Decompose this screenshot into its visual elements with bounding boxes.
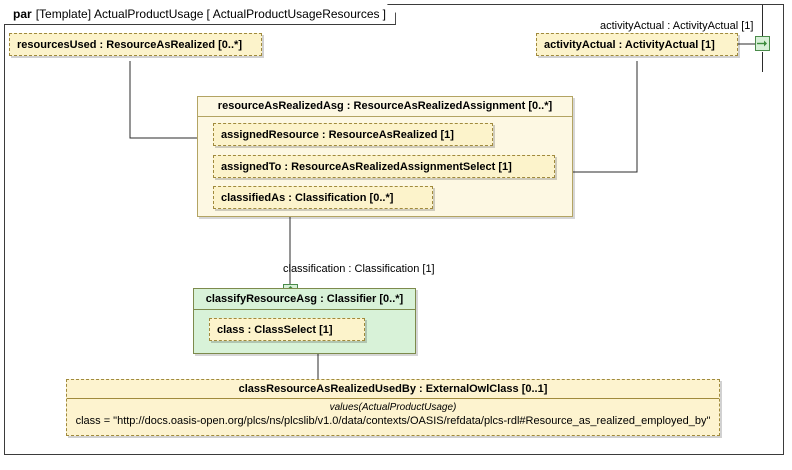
node-values-stereotype: values(ActualProductUsage) (329, 402, 457, 413)
node-assigned-resource-label: assignedResource : ResourceAsRealized [1… (221, 128, 454, 141)
arrow-right-icon (757, 40, 767, 47)
frame-header-tab: par [Template] ActualProductUsage [ Actu… (4, 4, 396, 25)
node-classified-as[interactable]: classifiedAs : Classification [0..*] (213, 186, 433, 209)
frame-parameter-name: ActualProductUsageResources (212, 7, 380, 21)
node-class-resource-as-realized-used-by[interactable]: classResourceAsRealizedUsedBy : External… (66, 379, 720, 436)
edge-label-classification: classification : Classification [1] (283, 263, 435, 275)
node-activity-actual[interactable]: activityActual : ActivityActual [1] (536, 33, 738, 56)
node-assigned-to-label: assignedTo : ResourceAsRealizedAssignmen… (221, 160, 512, 173)
frame-template-name: ActualProductUsage (94, 7, 204, 21)
node-resource-as-realized-asg[interactable]: resourceAsRealizedAsg : ResourceAsRealiz… (197, 96, 573, 217)
node-class-select-label: class : ClassSelect [1] (217, 323, 333, 336)
node-resources-used[interactable]: resourcesUsed : ResourceAsRealized [0..*… (9, 33, 262, 56)
frame-bracket-open: [ (206, 7, 210, 21)
node-classify-resource-asg[interactable]: classifyResourceAsg : Classifier [0..*] … (193, 288, 416, 354)
node-activity-actual-label: activityActual : ActivityActual [1] (544, 38, 715, 51)
frame-bracket-close: ] (382, 7, 386, 21)
node-class-select[interactable]: class : ClassSelect [1] (209, 318, 365, 341)
frame-keyword: par (13, 7, 32, 21)
node-class-assignment: class = "http://docs.oasis-open.org/plcs… (75, 415, 711, 427)
node-resource-as-realized-asg-header: resourceAsRealizedAsg : ResourceAsRealiz… (198, 97, 572, 117)
node-assigned-to[interactable]: assignedTo : ResourceAsRealizedAssignmen… (213, 155, 555, 178)
frame-template-tag: [Template] (35, 7, 92, 21)
activity-actual-port[interactable] (755, 36, 770, 51)
node-classify-resource-asg-header: classifyResourceAsg : Classifier [0..*] (194, 289, 415, 310)
node-class-resource-as-realized-used-by-header: classResourceAsRealizedUsedBy : External… (67, 380, 719, 399)
node-resources-used-label: resourcesUsed : ResourceAsRealized [0..*… (17, 38, 242, 51)
edge-label-activity-actual: activityActual : ActivityActual [1] (600, 20, 754, 32)
node-assigned-resource[interactable]: assignedResource : ResourceAsRealized [1… (213, 123, 493, 146)
node-classified-as-label: classifiedAs : Classification [0..*] (221, 191, 394, 204)
